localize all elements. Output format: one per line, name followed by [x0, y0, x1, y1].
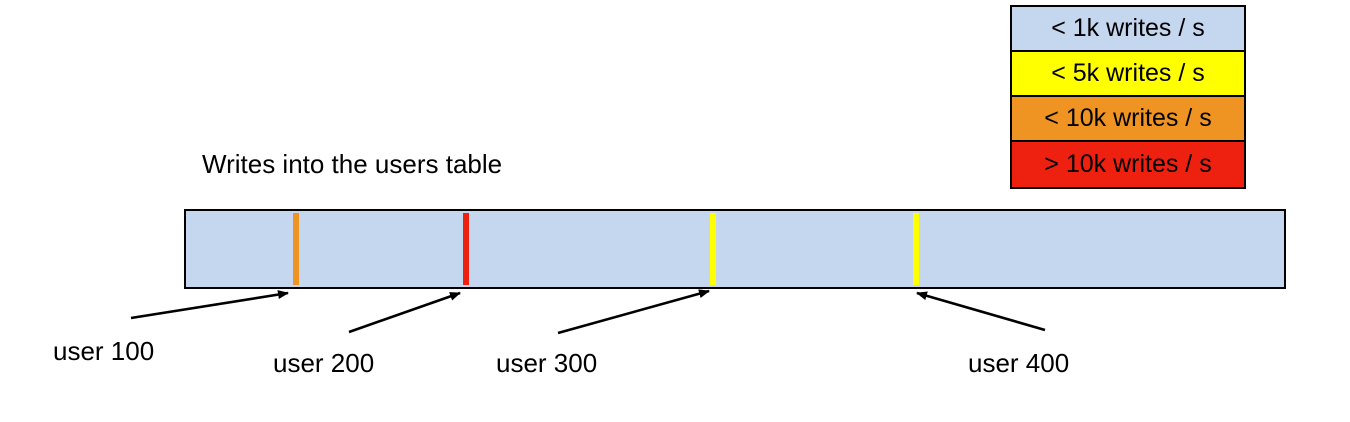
legend-row-under-5k: < 5k writes / s	[1012, 52, 1244, 97]
callout-label-user-400: user 400	[968, 348, 1070, 378]
chart-title: Writes into the users table	[202, 149, 503, 179]
callout-label-user-100: user 100	[53, 336, 155, 366]
band-marker-user-400	[912, 213, 919, 285]
legend: < 1k writes / s < 5k writes / s < 10k wr…	[1010, 5, 1246, 189]
legend-label-under-1k: < 1k writes / s	[1051, 14, 1205, 42]
legend-row-under-1k: < 1k writes / s	[1012, 7, 1244, 52]
legend-row-over-10k: > 10k writes / s	[1012, 142, 1244, 187]
band-marker-user-300	[709, 213, 716, 285]
band-marker-user-100	[292, 213, 299, 285]
legend-label-under-5k: < 5k writes / s	[1051, 59, 1205, 87]
writes-band-chart	[184, 209, 1286, 289]
callout-label-user-200: user 200	[273, 348, 375, 378]
legend-row-under-10k: < 10k writes / s	[1012, 97, 1244, 142]
arrow-user-200	[348, 291, 461, 334]
band-marker-user-200	[462, 213, 469, 285]
arrow-user-400	[916, 291, 1046, 332]
legend-label-under-10k: < 10k writes / s	[1044, 104, 1212, 132]
legend-label-over-10k: > 10k writes / s	[1044, 150, 1212, 178]
users-table-band	[184, 209, 1286, 289]
arrow-user-300	[557, 289, 710, 335]
arrow-user-100	[130, 290, 289, 320]
callout-label-user-300: user 300	[496, 348, 598, 378]
